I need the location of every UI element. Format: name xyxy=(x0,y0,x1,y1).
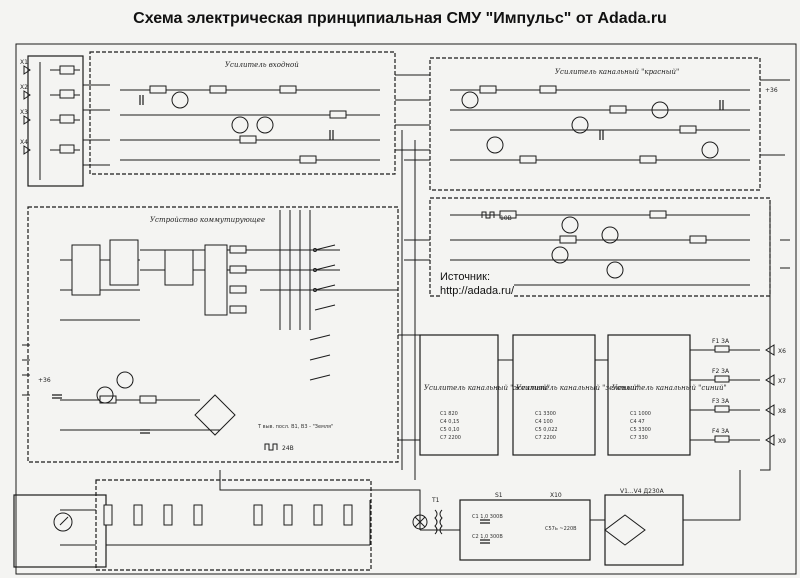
pulse-24v-label: 24В xyxy=(282,445,294,452)
source-label: Источник: xyxy=(440,271,491,283)
c2-rating: С2 1,0 300В xyxy=(472,534,503,540)
yellow-cap-1: С1 820 xyxy=(440,411,458,417)
red-channel-label: Усилитель канальный "красный" xyxy=(555,68,679,76)
x10-label: X10 xyxy=(550,492,562,499)
resistor-chain-frame xyxy=(95,479,372,571)
yellow-cap-3: С5 0,10 xyxy=(440,427,459,433)
input-jack-x2: X2 xyxy=(20,84,28,91)
blue-cap-3: С5 3300 xyxy=(630,427,651,433)
fuse-f3: F3 3A xyxy=(712,398,730,405)
green-channel-label: Усилитель канальный "зеленый" xyxy=(516,384,640,392)
supply-36v-label: +36 xyxy=(38,377,51,384)
output-jack-x6: X6 xyxy=(778,348,786,355)
fuse-f1: F1 3A xyxy=(712,338,730,345)
transformer-label: T1 xyxy=(431,497,440,504)
green-cap-3: С5 0,022 xyxy=(535,427,558,433)
red-channel-frame xyxy=(429,57,761,191)
switching-frame xyxy=(27,206,399,463)
output-jack-x9: X9 xyxy=(778,438,786,445)
source-note: Источник: http://adada.ru/ xyxy=(440,270,514,298)
yellow-channel-frame xyxy=(419,334,499,456)
input-amp-frame xyxy=(89,51,396,175)
fuse-f4: F4 3A xyxy=(712,428,730,435)
pulse-10v-label: 10В xyxy=(500,215,512,222)
diode-bridge-label: V1...V4 Д230А xyxy=(620,488,665,495)
green-cap-2: С4 100 xyxy=(535,419,553,425)
input-amp-label: Усилитель входной xyxy=(225,61,299,69)
input-jack-x4: X4 xyxy=(20,139,28,146)
green-cap-1: С1 3300 xyxy=(535,411,556,417)
yellow-channel-label: Усилитель канальный "желтый" xyxy=(424,384,550,392)
c57-label: С57ь ~220В xyxy=(545,526,577,532)
yellow-cap-4: С7 2200 xyxy=(440,435,461,441)
blue-cap-1: С1 1000 xyxy=(630,411,651,417)
input-jack-x3: X3 xyxy=(20,109,28,116)
green-channel-frame xyxy=(512,334,596,456)
switching-label: Устройство коммутирующее xyxy=(150,216,265,224)
switch-s1-label: S1 xyxy=(495,492,503,499)
blue-channel-frame xyxy=(607,334,691,456)
outer-frame xyxy=(15,43,797,575)
red-channel-lower-frame xyxy=(429,197,771,297)
blue-channel-label: Усилитель канальный "синий" xyxy=(612,384,727,392)
page-title: Схема электрическая принципиальная СМУ "… xyxy=(133,10,667,27)
output-jack-x8: X8 xyxy=(778,408,786,415)
green-cap-4: С7 2200 xyxy=(535,435,556,441)
blue-cap-2: С4 47 xyxy=(630,419,645,425)
supply-36v-label-right: +36 xyxy=(765,87,778,94)
meter-box xyxy=(13,494,107,568)
fuse-f2: F2 3A xyxy=(712,368,730,375)
c1-rating: С1 1,0 300В xyxy=(472,514,503,520)
input-strip-frame xyxy=(27,55,84,187)
input-jack-x1: X1 xyxy=(20,59,28,66)
switch-note: Т выв. посл. В1, В3 - "Земля" xyxy=(257,424,333,430)
source-link[interactable]: http://adada.ru/ xyxy=(440,285,514,297)
blue-cap-4: С7 330 xyxy=(630,435,648,441)
diode-bridge-frame xyxy=(604,494,684,566)
output-jack-x7: X7 xyxy=(778,378,786,385)
yellow-cap-2: С4 0,15 xyxy=(440,419,459,425)
